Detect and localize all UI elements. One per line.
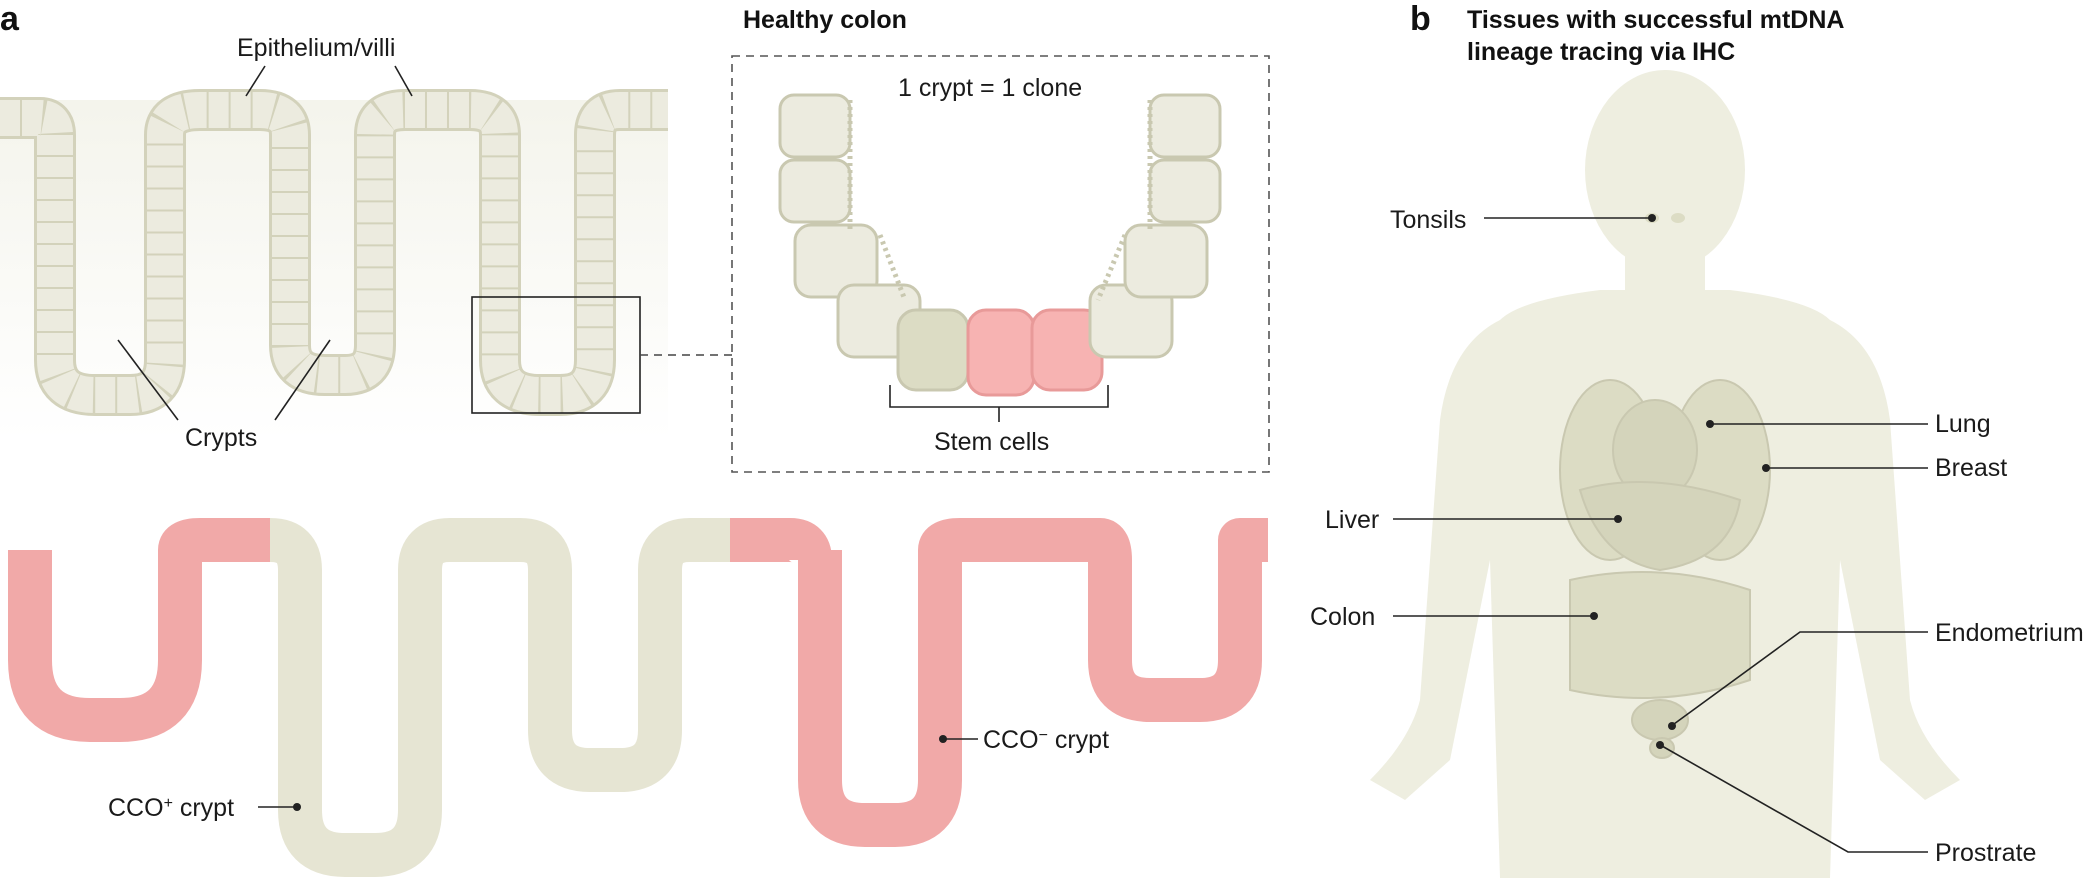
cco-neg-label: CCO− crypt (983, 726, 1109, 754)
cco-pos-dot (293, 803, 301, 811)
epithelium-leader-1 (245, 65, 266, 97)
stem-cells-label: Stem cells (934, 428, 1049, 456)
panel-b-letter: b (1410, 0, 1431, 38)
tissue-colon: Colon (1310, 603, 1375, 631)
tissue-endometrium: Endometrium (1935, 619, 2084, 647)
cco-pos-label: CCO+ crypt (108, 794, 234, 822)
panel-b-title-2: lineage tracing via IHC (1467, 38, 1735, 66)
crypts-leader-2 (274, 339, 331, 421)
tissue-tonsils: Tonsils (1390, 206, 1466, 234)
tissue-breast: Breast (1935, 454, 2007, 482)
inset-crypt-cells (778, 93, 1222, 397)
panel-b-title-1: Tissues with successful mtDNA (1467, 6, 1844, 34)
epithelium-leader-2 (394, 65, 413, 97)
crypts-label: Crypts (185, 424, 257, 452)
cco-neg-dot (939, 735, 947, 743)
tissue-prostrate: Prostrate (1935, 839, 2036, 867)
organs (1559, 213, 1771, 759)
healthy-crypt-strip (0, 89, 668, 440)
inset-title: Healthy colon (743, 6, 907, 34)
crypt-clone-label: 1 crypt = 1 clone (898, 74, 1082, 102)
clonal-crypt-strip (8, 518, 1268, 877)
epithelium-label: Epithelium/villi (237, 34, 395, 62)
crypts-leader-1 (117, 339, 179, 421)
tissue-lung: Lung (1935, 410, 1991, 438)
tissue-liver: Liver (1325, 506, 1379, 534)
panel-a-letter: a (0, 0, 20, 38)
